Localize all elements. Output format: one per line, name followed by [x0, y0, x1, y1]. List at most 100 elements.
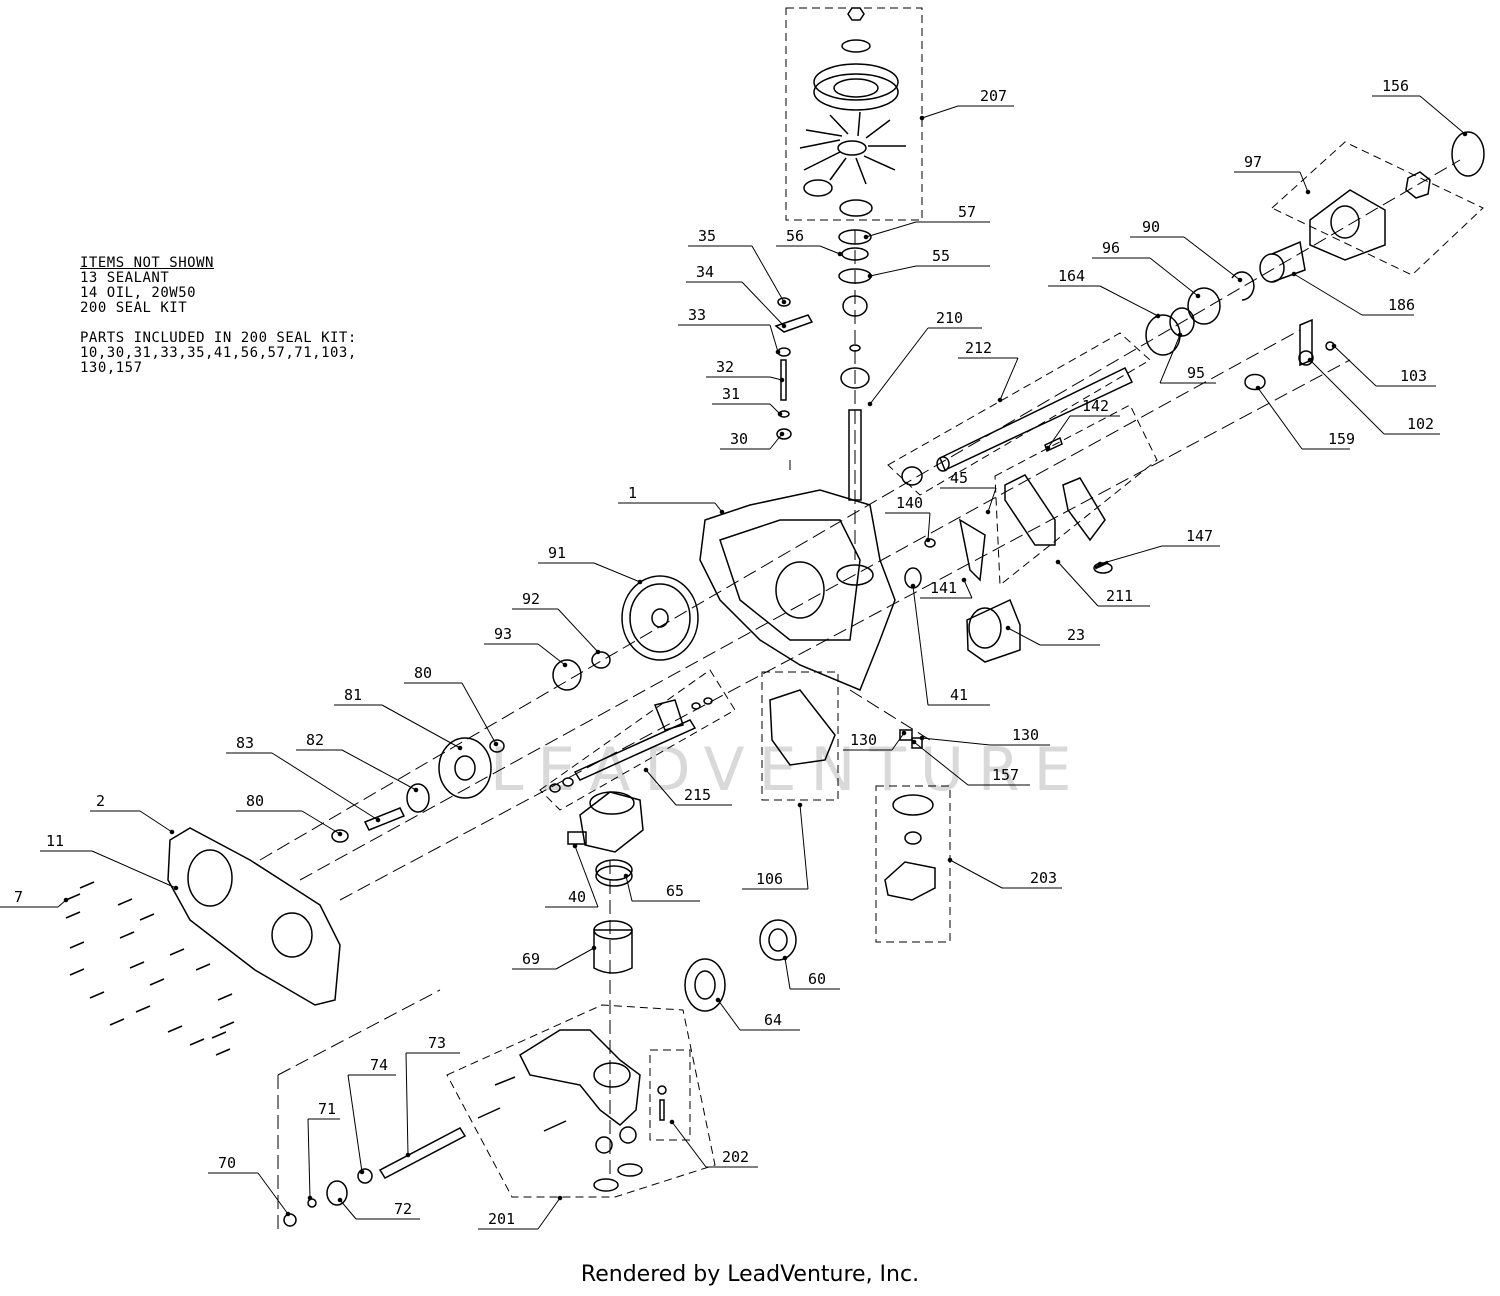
ring-71 — [307, 1198, 317, 1208]
pulley-fan-assembly — [799, 7, 906, 217]
callout-leader — [921, 737, 991, 746]
leader-arrowhead — [1195, 293, 1201, 299]
washer-74 — [357, 1168, 373, 1184]
callout-labels: 1271123303132333435404145555657606465697… — [14, 77, 1434, 1228]
callout-label-202: 202 — [722, 1148, 749, 1166]
leader-arrowhead — [782, 955, 788, 961]
bearing-96 — [1187, 287, 1221, 325]
callout-label-7: 7 — [14, 888, 23, 906]
callout-leader — [1099, 285, 1159, 317]
callout-label-95: 95 — [1187, 364, 1205, 382]
callout-leader — [1057, 561, 1099, 607]
callout-label-45: 45 — [950, 469, 968, 487]
bearing-164 — [1145, 314, 1181, 356]
callout-leader — [1309, 359, 1385, 435]
leader-arrowhead — [572, 843, 578, 849]
leader-arrowhead — [901, 730, 907, 736]
callout-label-90: 90 — [1142, 218, 1160, 236]
bracket-141 — [958, 518, 986, 582]
callout-leader — [717, 999, 741, 1031]
leader-arrowhead — [557, 1195, 563, 1201]
callout-leader — [257, 1172, 289, 1215]
bearing-93 — [552, 659, 582, 691]
leader-arrowhead — [911, 739, 917, 745]
callout-label-65: 65 — [666, 882, 684, 900]
callout-label-106: 106 — [756, 870, 783, 888]
callout-leader — [784, 957, 791, 990]
callout-leader — [307, 1118, 311, 1199]
pinion-82 — [406, 783, 430, 813]
callout-label-82: 82 — [306, 731, 324, 749]
leader-arrowhead — [925, 537, 931, 543]
callout-leader — [819, 245, 841, 255]
callout-label-56: 56 — [786, 227, 804, 245]
callout-label-35: 35 — [698, 227, 716, 245]
leader-arrowhead — [1307, 357, 1313, 363]
leader-arrowhead — [919, 115, 925, 121]
callout-leader — [1293, 273, 1363, 316]
leader-arrowhead — [375, 817, 381, 823]
callout-leader — [557, 608, 599, 653]
callout-label-33: 33 — [688, 306, 706, 324]
washer-70 — [283, 1213, 297, 1227]
ring-90 — [1231, 271, 1255, 301]
leader-arrowhead — [919, 735, 925, 741]
callout-leader — [671, 1121, 707, 1168]
callout-label-210: 210 — [936, 309, 963, 327]
leader-arrowhead — [910, 583, 916, 589]
callout-label-130: 130 — [1012, 726, 1039, 744]
callout-leader — [341, 749, 417, 791]
callout-leader — [1183, 236, 1241, 281]
baffle-106 — [769, 689, 836, 766]
box-211 — [994, 404, 1158, 587]
callout-label-215: 215 — [684, 786, 711, 804]
callout-label-69: 69 — [522, 950, 540, 968]
callout-label-201: 201 — [488, 1210, 515, 1228]
callout-label-80: 80 — [246, 792, 264, 810]
callout-leader — [381, 704, 461, 749]
bearing-60 — [759, 919, 797, 961]
callout-label-211: 211 — [1106, 587, 1133, 605]
callout-label-91: 91 — [548, 544, 566, 562]
leader-arrowhead — [63, 897, 69, 903]
callout-label-40: 40 — [568, 888, 586, 906]
callout-leader — [1149, 257, 1199, 297]
spring-159 — [1244, 373, 1266, 391]
callout-leader — [347, 1074, 363, 1173]
leader-arrowhead — [867, 401, 873, 407]
callout-leader — [741, 281, 785, 327]
leader-arrowhead — [1305, 189, 1311, 195]
leader-arrowhead — [595, 649, 601, 655]
callout-leader — [537, 643, 566, 666]
callout-label-74: 74 — [370, 1056, 388, 1074]
bearing-210 — [840, 367, 870, 389]
callout-label-41: 41 — [950, 686, 968, 704]
seal-kit-heading: PARTS INCLUDED IN 200 SEAL KIT: — [80, 330, 357, 346]
leader-arrowhead — [637, 579, 643, 585]
callout-label-34: 34 — [696, 263, 714, 281]
callout-label-72: 72 — [394, 1200, 412, 1218]
leader-arrowhead — [1045, 445, 1051, 451]
callout-leader — [869, 327, 929, 405]
callout-label-23: 23 — [1067, 626, 1085, 644]
callout-label-55: 55 — [932, 247, 950, 265]
leader-arrowhead — [961, 577, 967, 583]
seal-kit-parts: 130,157 — [80, 360, 143, 376]
pin-83 — [363, 807, 406, 831]
leader-arrowhead — [779, 431, 785, 437]
leader-arrowhead — [337, 831, 343, 837]
leader-arrowhead — [669, 1119, 675, 1125]
shaft-73 — [378, 1127, 467, 1179]
callout-leader — [139, 810, 173, 833]
callout-leader — [769, 403, 781, 415]
callout-label-1: 1 — [628, 484, 637, 502]
callout-label-141: 141 — [930, 579, 957, 597]
leader-arrowhead — [1291, 271, 1297, 277]
seal-57 — [838, 229, 872, 245]
callout-label-73: 73 — [428, 1034, 446, 1052]
footer-credit: Rendered by LeadVenture, Inc. — [580, 1262, 920, 1287]
bearing-156 — [1451, 131, 1485, 177]
hub-97 — [1309, 189, 1386, 261]
callout-label-140: 140 — [896, 494, 923, 512]
callout-label-159: 159 — [1328, 430, 1355, 448]
